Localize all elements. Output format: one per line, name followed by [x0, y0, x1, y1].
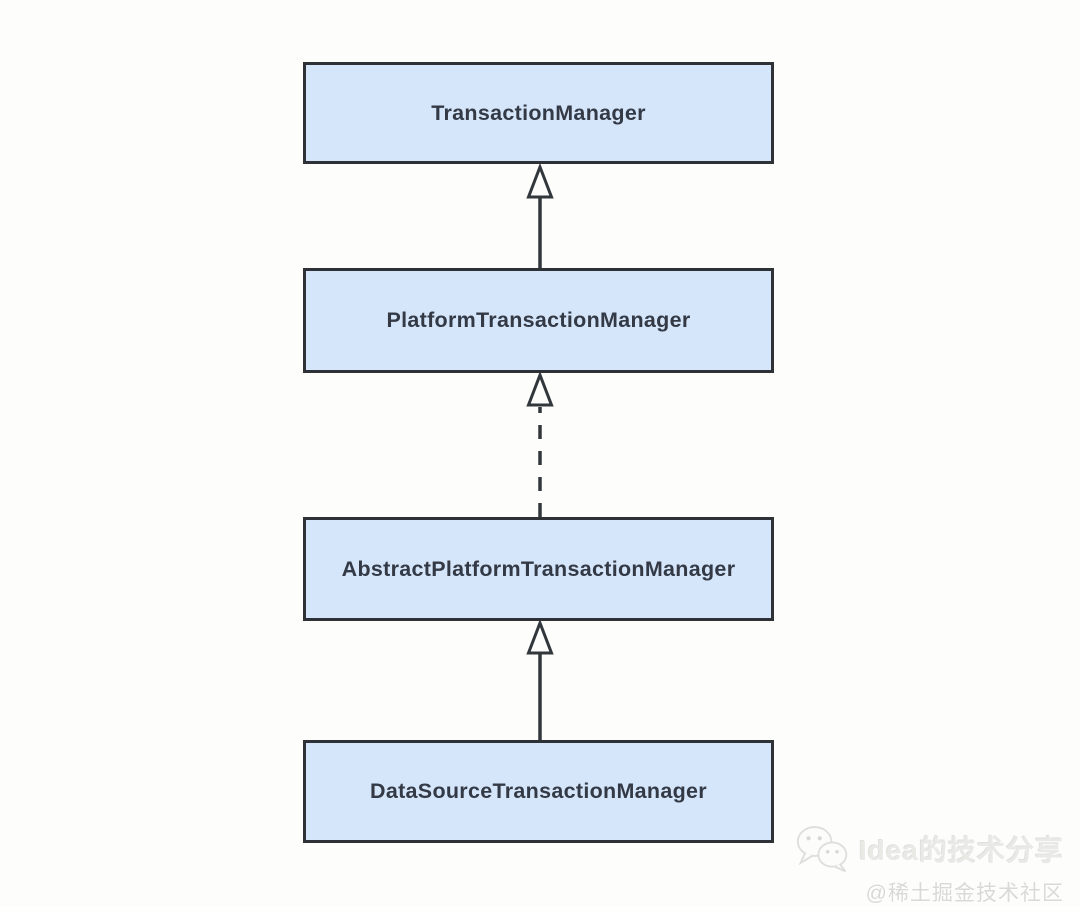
watermark-subtitle: @稀土掘金技术社区 [865, 882, 1064, 905]
class-box-label: DataSourceTransactionManager [370, 779, 707, 803]
class-box-abstract-platform-transaction-manager: AbstractPlatformTransactionManager [303, 517, 774, 621]
edge-solid-extends-2 [526, 618, 554, 740]
watermark-title: Idea的技术分享 [858, 835, 1064, 866]
edge-solid-extends-1 [526, 162, 554, 268]
wechat-icon [796, 826, 848, 873]
edge-dashed-implements [526, 370, 554, 517]
class-box-platform-transaction-manager: PlatformTransactionManager [303, 268, 774, 373]
class-box-transaction-manager: TransactionManager [303, 62, 774, 164]
watermark: Idea的技术分享 @稀土掘金技术社区 [795, 823, 1064, 907]
class-box-label: TransactionManager [431, 100, 646, 125]
class-box-label: PlatformTransactionManager [386, 308, 691, 332]
class-box-label: AbstractPlatformTransactionManager [341, 556, 736, 581]
class-box-datasource-transaction-manager: DataSourceTransactionManager [303, 740, 774, 843]
